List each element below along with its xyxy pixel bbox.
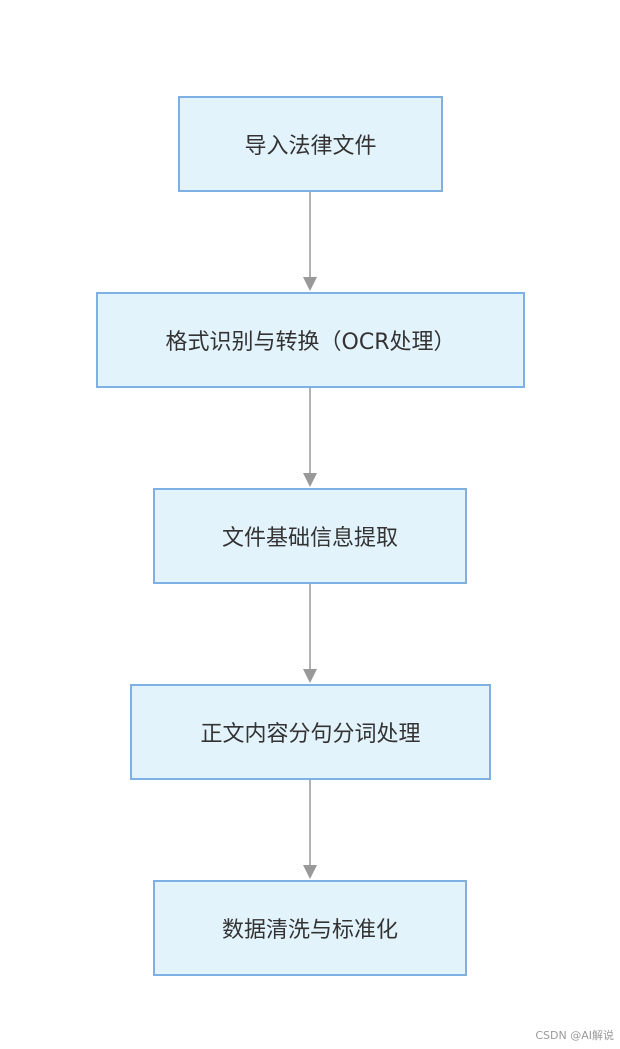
edge-n4-n5 bbox=[303, 780, 317, 879]
node-data-cleaning: 数据清洗与标准化 bbox=[153, 880, 467, 976]
node-label: 格式识别与转换（OCR处理） bbox=[165, 330, 456, 355]
node-format-recognition-ocr: 格式识别与转换（OCR处理） bbox=[96, 292, 525, 388]
node-label: 正文内容分句分词处理 bbox=[200, 722, 421, 747]
node-sentence-word-segmentation: 正文内容分句分词处理 bbox=[130, 684, 491, 780]
node-label: 导入法律文件 bbox=[244, 134, 377, 159]
node-basic-info-extraction: 文件基础信息提取 bbox=[153, 488, 467, 584]
node-import-legal-files: 导入法律文件 bbox=[178, 96, 443, 192]
arrowhead-icon bbox=[303, 669, 317, 683]
node-label: 数据清洗与标准化 bbox=[221, 918, 398, 943]
edge-n2-n3 bbox=[303, 388, 317, 487]
edge-n3-n4 bbox=[303, 584, 317, 683]
arrowhead-icon bbox=[303, 277, 317, 291]
arrowhead-icon bbox=[303, 865, 317, 879]
node-label: 文件基础信息提取 bbox=[221, 526, 398, 551]
edge-n1-n2 bbox=[303, 192, 317, 291]
watermark: CSDN @AI解说 bbox=[535, 1029, 614, 1042]
arrowhead-icon bbox=[303, 473, 317, 487]
